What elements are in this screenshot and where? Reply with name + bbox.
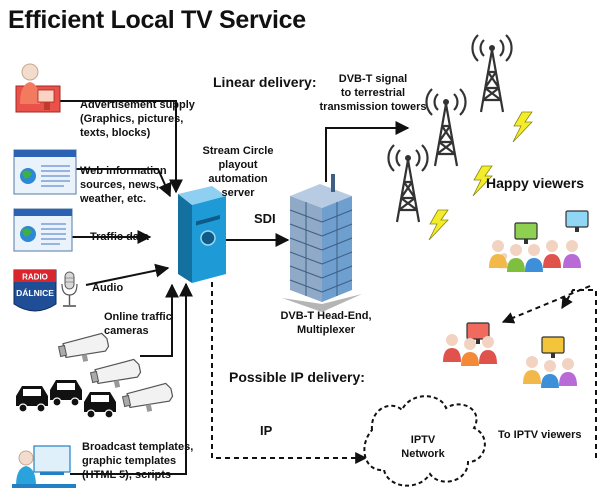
microphone-icon xyxy=(61,271,78,307)
radio-logo-top: RADIO xyxy=(22,273,48,282)
template-designer-icon xyxy=(12,445,76,488)
templates-label: Broadcast templates, graphic templates (… xyxy=(82,441,194,481)
playout-server-icon xyxy=(178,186,226,283)
traffic-cameras-label: Online traffic cameras xyxy=(104,311,172,337)
lightning-icon xyxy=(428,209,449,241)
happy-viewers-icon xyxy=(489,210,589,272)
audio-label: Audio xyxy=(92,282,124,294)
traffic-data-label: Traffic data xyxy=(90,231,149,243)
connector-lines xyxy=(58,100,410,475)
iptv-cloud xyxy=(363,395,486,487)
iptv-viewers-right-icon xyxy=(523,336,577,388)
radio-logo-bottom: DÁLNICE xyxy=(16,288,54,298)
iptv-viewers-left-icon xyxy=(443,322,497,366)
dvbt-signal-label: DVB-T signal to terrestrial transmission… xyxy=(319,73,427,113)
ip-dashed-lines xyxy=(211,282,597,464)
headend-building-icon xyxy=(282,174,362,312)
advertisement-icon xyxy=(15,63,61,113)
web-sources-label: Web information sources, news, weather, … xyxy=(80,165,167,205)
happy-viewers-label: Happy viewers xyxy=(486,175,585,191)
page-title: Efficient Local TV Service xyxy=(8,6,306,34)
tower-icon xyxy=(387,143,429,224)
cars-icon xyxy=(15,379,117,419)
advertisement-label: Advertisement supply (Graphics, pictures… xyxy=(80,99,195,139)
web-window-icon xyxy=(13,149,77,195)
ip-delivery-title: Possible IP delivery: xyxy=(229,369,365,385)
radio-dalnice-logo xyxy=(13,269,57,312)
sdi-label: SDI xyxy=(254,211,276,226)
to-iptv-viewers-label: To IPTV viewers xyxy=(498,429,582,441)
tower-icon xyxy=(425,87,467,168)
server-label: Stream Circle playout automation server xyxy=(202,145,274,199)
linear-delivery-title: Linear delivery: xyxy=(213,74,317,90)
tower-icon xyxy=(471,33,513,114)
lightning-icon xyxy=(512,111,533,143)
ip-label: IP xyxy=(260,423,273,438)
headend-label: DVB-T Head-End, Multiplexer xyxy=(280,310,372,336)
traffic-window-icon xyxy=(13,208,73,252)
iptv-network-label: IPTV Network xyxy=(401,434,445,460)
